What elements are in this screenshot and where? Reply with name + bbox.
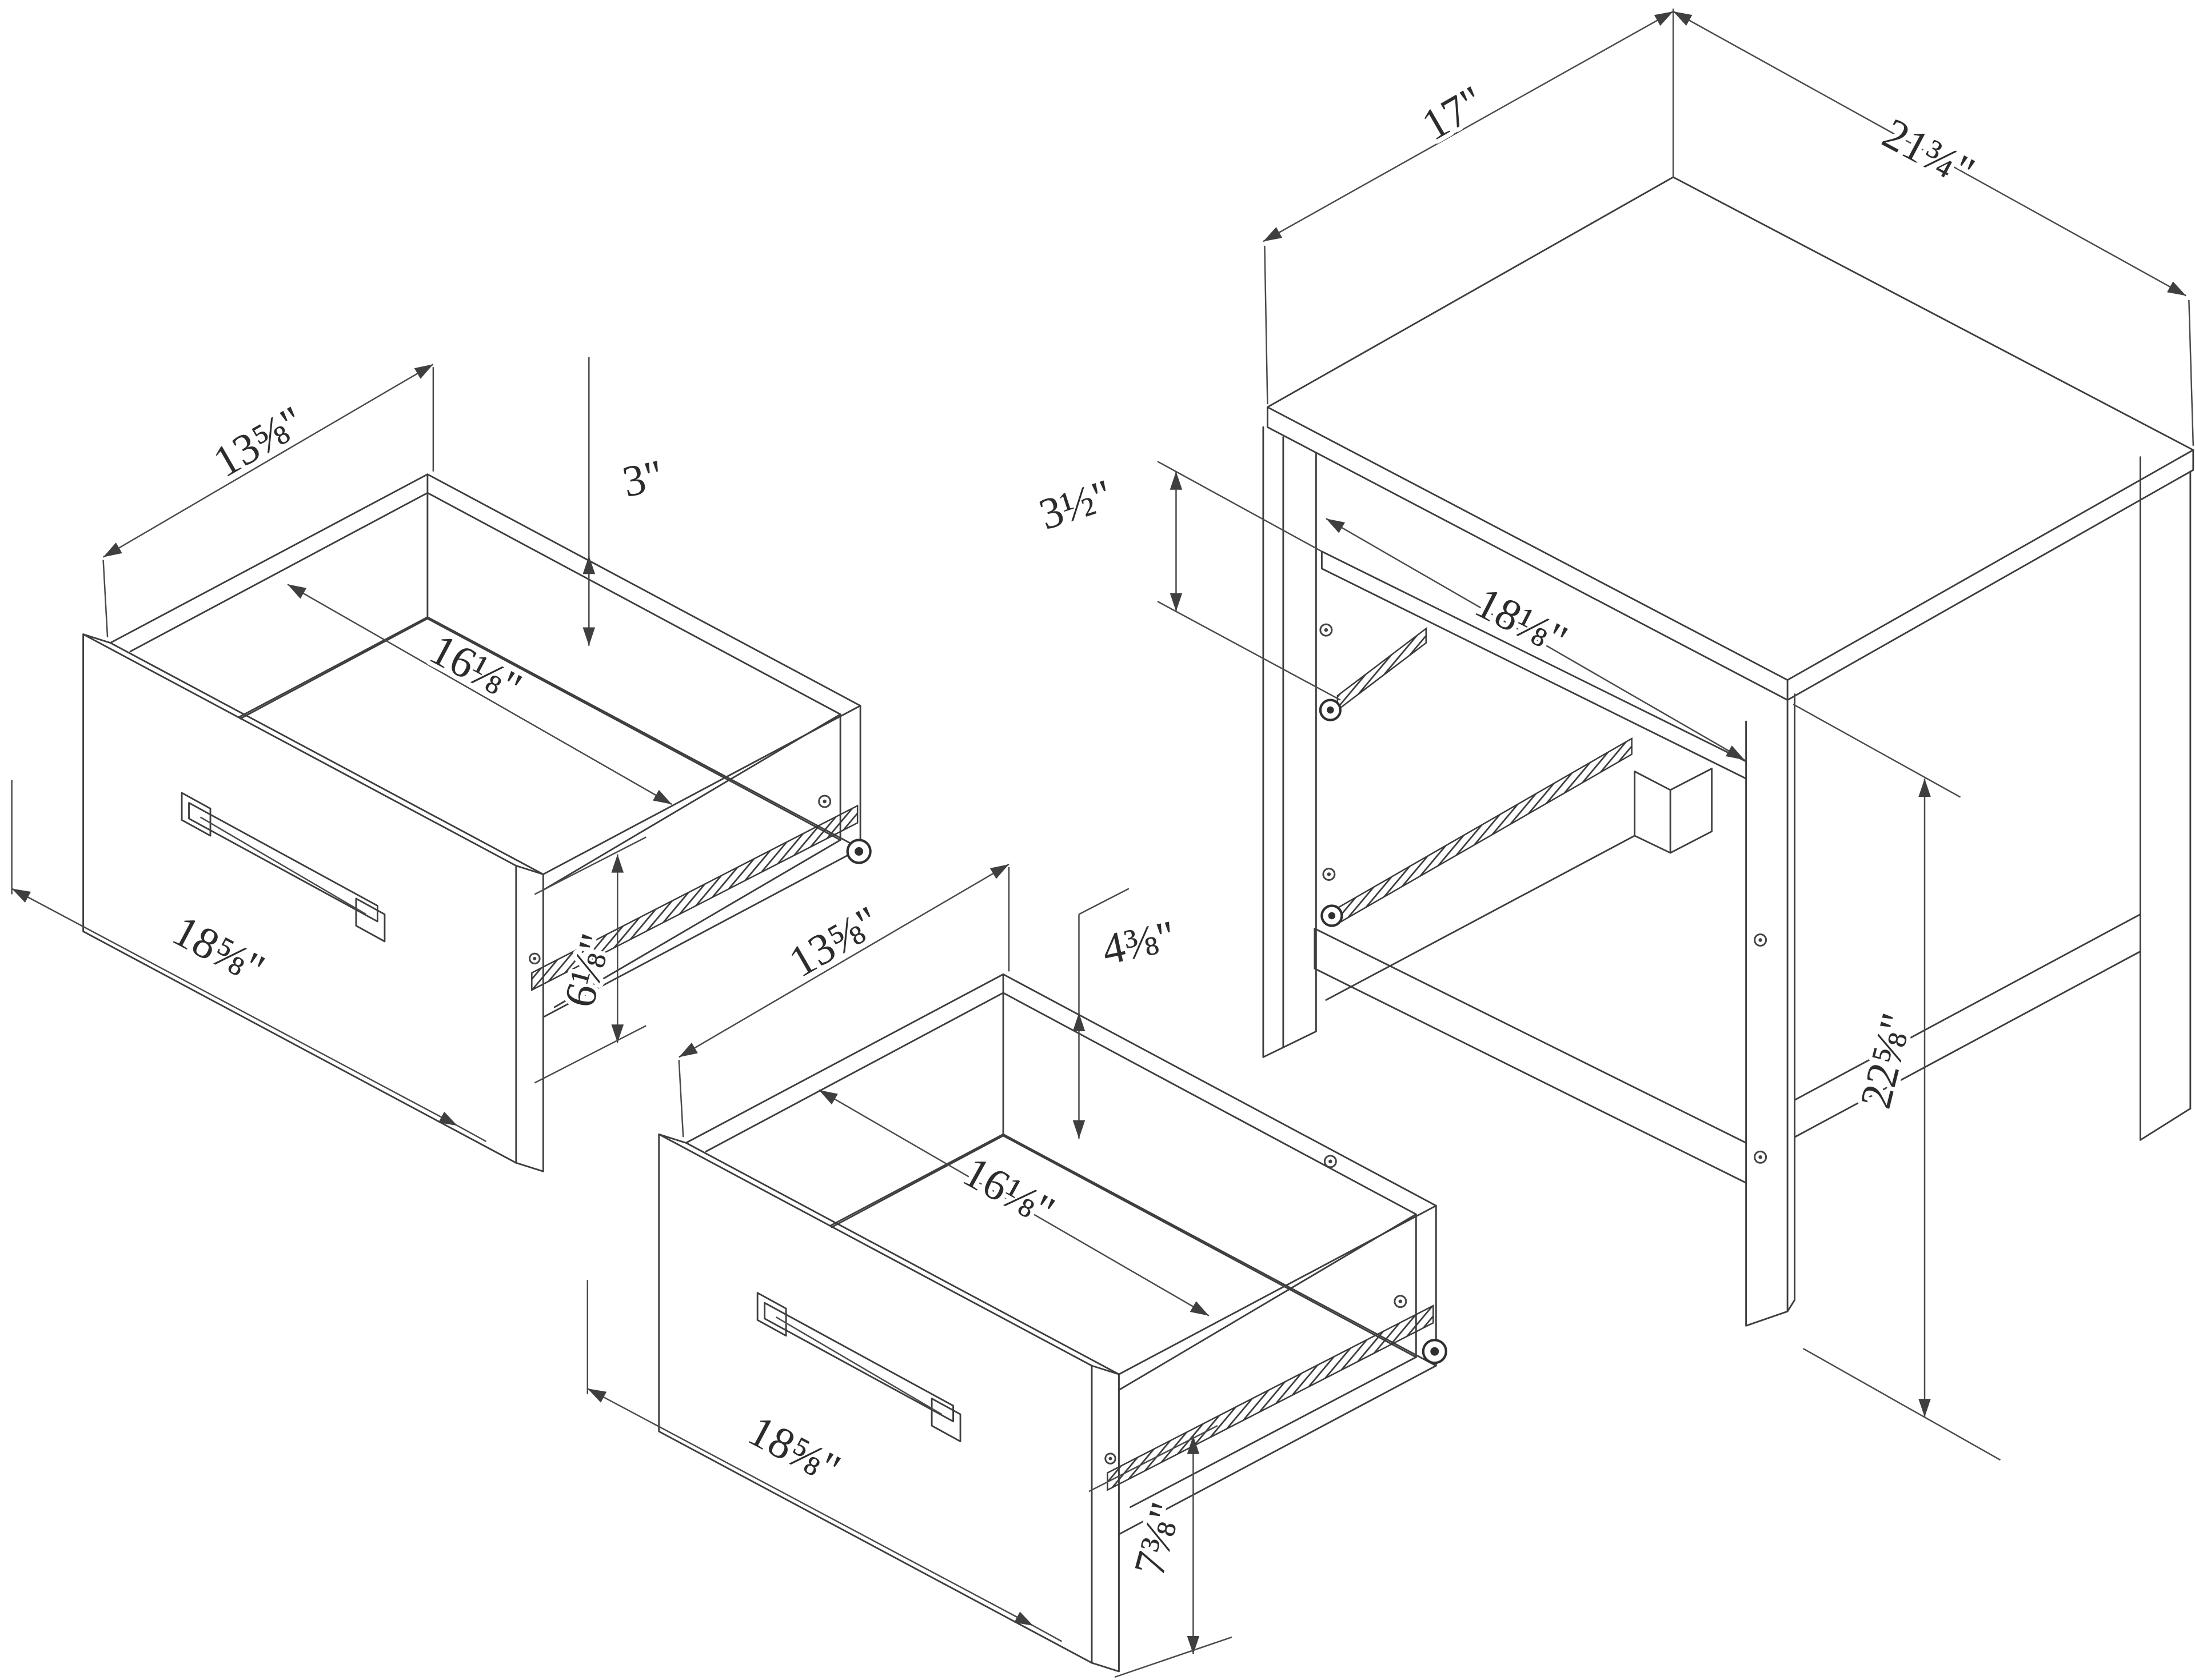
dim-nightstand-top-width: 21¾" — [1673, 10, 2194, 446]
dim-nightstand-opening-width: 18⅛" — [1326, 518, 1745, 761]
cabinet-drawer-slide-lower — [1320, 737, 1633, 927]
dim-label-drawer-front-height: 6⅛" — [554, 929, 621, 1012]
dim-nightstand-overall-height: 22⅝" — [1793, 703, 2001, 1461]
top-drawer-edges — [82, 473, 861, 1172]
dim-label-top-depth: 17" — [1414, 76, 1492, 150]
bottom-drawer-edges — [658, 973, 1437, 1673]
dim-top-drawer-depth: 13⅝" — [102, 364, 434, 637]
dim-label-drawer-interior-height: 4⅜" — [1098, 911, 1180, 975]
top-drawer: 13⅝" 3" 16⅛" 18⅝" 6⅛" — [11, 357, 872, 1172]
dim-label-drawer-interior-height: 3" — [618, 450, 668, 506]
dim-top-drawer-front-height: 6⅛" — [534, 836, 646, 1084]
dim-label-drawer-depth: 13⅝" — [781, 896, 888, 987]
nightstand: 17" 21¾" 3½" 18⅛" 22⅝" — [1029, 8, 2194, 1461]
dim-label-opening-width: 18⅛" — [1468, 577, 1575, 665]
dim-nightstand-top-depth: 17" — [1263, 8, 1674, 405]
dim-top-drawer-interior-height: 3" — [582, 357, 672, 646]
dim-label-drawer-front-height: 7⅜" — [1124, 1497, 1191, 1581]
dim-label-drawer-interior-width: 16⅛" — [422, 624, 530, 712]
dim-label-drawer-front-width: 18⅝" — [165, 905, 273, 993]
dim-top-drawer-interior-width: 16⅛" — [287, 584, 672, 805]
dim-label-drawer-depth: 13⅝" — [205, 396, 313, 486]
dim-label-opening-height: 3½" — [1033, 470, 1119, 539]
dim-label-drawer-front-width: 18⅝" — [741, 1406, 848, 1494]
nightstand-edges — [1262, 176, 2194, 1327]
dim-bottom-drawer-interior-height: 4⅜" — [1072, 888, 1184, 1139]
cabinet-drawer-slide-upper — [1319, 627, 1427, 721]
cabinet-screws — [1319, 623, 1767, 1168]
dim-label-top-width: 21¾" — [1875, 109, 1982, 197]
dim-label-overall-height: 22⅝" — [1850, 1008, 1921, 1113]
bottom-drawer: 13⅝" 4⅜" 16⅛" 18⅝" 7⅜" — [586, 863, 1447, 1678]
dim-nightstand-opening-height: 3½" — [1029, 461, 1341, 701]
bottom-drawer-slide-rail — [1104, 1295, 1447, 1491]
